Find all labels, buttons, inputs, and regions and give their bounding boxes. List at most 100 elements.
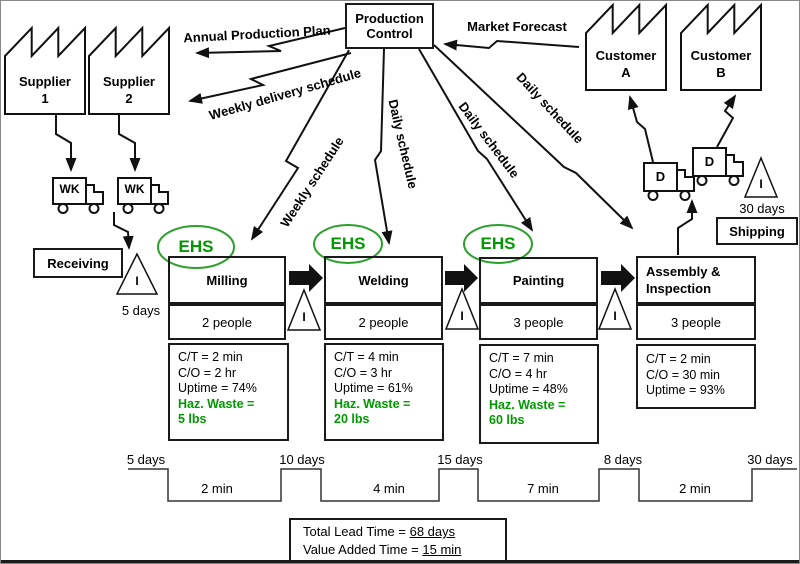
people-painting: 3 people xyxy=(513,314,564,330)
metric-ct: C/T = 2 min xyxy=(178,350,243,364)
arrow-daily-schedule-to-welding xyxy=(373,48,393,245)
metric-ct: C/T = 4 min xyxy=(334,350,399,364)
timeline-day-2: 15 days xyxy=(437,452,483,467)
shipping-days-label: 30 days xyxy=(739,201,785,216)
timeline-day-4: 30 days xyxy=(747,452,793,467)
metric-co: C/O = 4 hr xyxy=(489,366,548,381)
people-box-assembly: 3 people xyxy=(636,304,756,340)
timeline-min-3: 2 min xyxy=(679,481,711,496)
metric-co: C/O = 30 min xyxy=(646,367,720,382)
process-box-assembly: Assembly & Inspection xyxy=(636,256,756,304)
arrow-assembly-to-shipping-truck xyxy=(677,199,698,255)
inventory-triangle-receiving xyxy=(115,252,159,295)
customer-b-line2: B xyxy=(716,65,726,80)
arrow-supplier1-to-truck xyxy=(55,114,77,172)
total-lead-time-line: Total Lead Time = 68 days xyxy=(303,523,505,541)
haz-waste-label: Haz. Waste = xyxy=(178,396,255,411)
receiving-box: Receiving xyxy=(33,248,123,278)
data-box-painting: C/T = 7 min C/O = 4 hr Uptime = 48% Haz.… xyxy=(479,344,599,444)
value-added-time-value: 15 min xyxy=(422,541,462,557)
arrow-truck-to-receiving-inventory xyxy=(113,212,134,250)
customer-truck-2-label: D xyxy=(704,154,715,169)
people-box-milling: 2 people xyxy=(168,304,286,340)
data-box-milling: C/T = 2 min C/O = 2 hr Uptime = 74% Haz.… xyxy=(168,343,289,441)
timeline-day-1: 10 days xyxy=(279,452,325,467)
inventory-triangle-welding-painting xyxy=(444,286,480,330)
total-lead-time-label: Total Lead Time = xyxy=(303,524,410,539)
supplier-1-line2: 1 xyxy=(41,91,49,106)
arrow-daily-schedule-to-shipping xyxy=(433,44,634,230)
process-box-welding: Welding xyxy=(324,256,443,304)
push-arrow-painting-assembly xyxy=(601,264,635,292)
haz-waste-value: 60 lbs xyxy=(489,413,525,427)
value-added-time-line: Value Added Time = 15 min xyxy=(303,541,505,559)
metric-ct: C/T = 2 min xyxy=(646,352,711,366)
arrow-annual-production-plan xyxy=(195,27,346,59)
metric-co: C/O = 2 hr xyxy=(178,365,237,380)
customer-truck-1-label: D xyxy=(655,169,666,184)
customer-b-line1: Customer xyxy=(690,48,752,63)
supplier-truck-1-icon xyxy=(52,177,104,214)
production-control-line2: Control xyxy=(366,26,413,41)
data-box-welding: C/T = 4 min C/O = 3 hr Uptime = 61% Haz.… xyxy=(324,343,444,441)
inventory-symbol-1: I xyxy=(302,310,306,324)
timeline-min-0: 2 min xyxy=(201,481,233,496)
customer-b-factory-icon xyxy=(680,2,762,91)
summary-box: Total Lead Time = 68 days Value Added Ti… xyxy=(289,518,507,562)
supplier-truck-2-label: WK xyxy=(124,182,145,196)
inventory-triangle-milling-welding xyxy=(286,287,322,331)
people-assembly: 3 people xyxy=(671,314,721,330)
ehs-label-welding: EHS xyxy=(330,234,366,253)
haz-waste-label: Haz. Waste = xyxy=(489,397,566,412)
metric-co: C/O = 3 hr xyxy=(334,365,393,380)
inventory-triangle-shipping xyxy=(743,156,779,198)
push-arrow-milling-welding xyxy=(289,264,323,292)
supplier-1-line1: Supplier xyxy=(18,74,71,89)
arrow-supplier2-to-truck xyxy=(118,114,141,172)
customer-a-line2: A xyxy=(621,65,631,80)
arrow-weekly-delivery-schedule xyxy=(188,52,352,104)
arrow-market-forecast xyxy=(443,39,580,51)
haz-waste-label: Haz. Waste = xyxy=(334,396,411,411)
process-name-welding: Welding xyxy=(358,272,409,288)
inventory-symbol-3: I xyxy=(613,309,617,323)
metric-uptime: Uptime = 93% xyxy=(646,383,725,397)
customer-a-label: Customer A xyxy=(588,47,664,81)
shipping-box: Shipping xyxy=(716,217,798,245)
haz-waste-value: 20 lbs xyxy=(334,412,370,426)
lead-time-ladder xyxy=(128,468,797,502)
supplier-1-factory-icon xyxy=(4,25,86,115)
production-control-line1: Production xyxy=(355,11,424,26)
bottom-border-bar xyxy=(1,560,799,563)
arrow-weekly-schedule-to-milling xyxy=(250,49,350,241)
arrow-truck-to-customer-a xyxy=(627,95,654,163)
supplier-truck-2-icon xyxy=(117,177,169,214)
timeline-min-2: 7 min xyxy=(527,481,559,496)
ehs-oval-painting xyxy=(463,224,533,264)
ehs-oval-milling xyxy=(157,225,235,269)
data-box-assembly: C/T = 2 min C/O = 30 min Uptime = 93% xyxy=(636,344,756,409)
metric-uptime: Uptime = 48% xyxy=(489,382,568,396)
process-box-painting: Painting xyxy=(479,257,598,304)
process-name-painting: Painting xyxy=(512,273,565,288)
people-box-welding: 2 people xyxy=(324,304,443,340)
timeline-min-1: 4 min xyxy=(373,481,405,496)
people-milling: 2 people xyxy=(202,314,252,330)
shipping-label: Shipping xyxy=(729,223,785,239)
supplier-2-line2: 2 xyxy=(125,91,133,106)
inventory-triangle-painting-assembly xyxy=(597,286,633,330)
arrow-daily-schedule-to-painting xyxy=(418,48,534,232)
process-box-milling: Milling xyxy=(168,256,286,304)
customer-a-line1: Customer xyxy=(595,48,657,63)
haz-waste-value: 5 lbs xyxy=(178,412,207,426)
value-added-time-label: Value Added Time = xyxy=(303,541,423,557)
supplier-2-line1: Supplier xyxy=(102,74,155,89)
timeline-day-0: 5 days xyxy=(126,452,166,467)
metric-ct: C/T = 7 min xyxy=(489,351,554,365)
supplier-2-label: Supplier 2 xyxy=(91,73,167,107)
people-box-painting: 3 people xyxy=(479,304,598,340)
production-control-box: Production Control xyxy=(345,3,434,49)
inventory-symbol-shipping: I xyxy=(759,177,763,191)
